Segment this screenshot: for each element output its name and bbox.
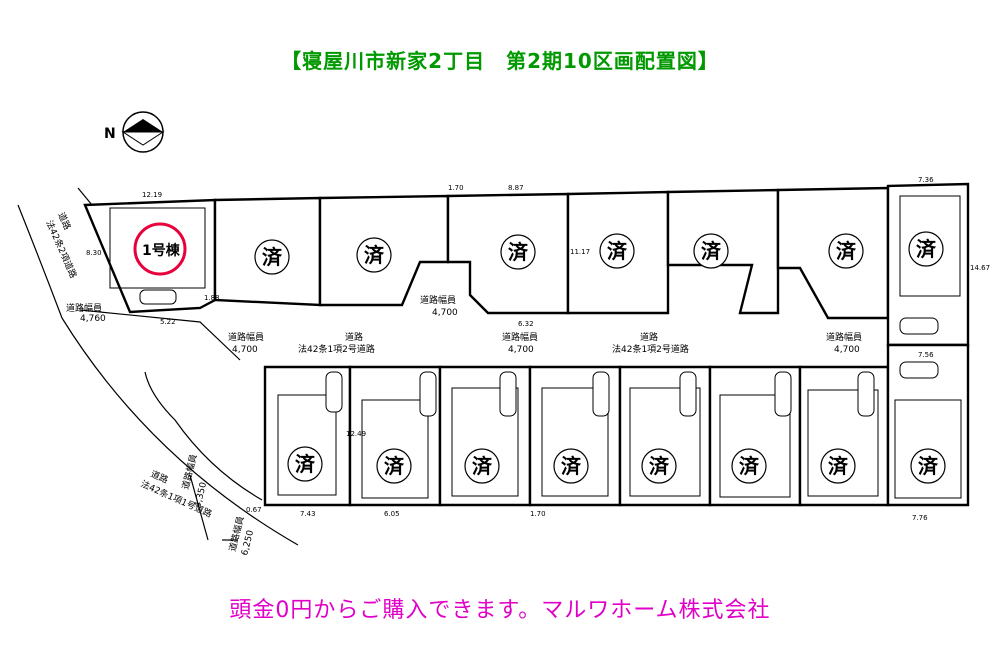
lot-south-7 <box>798 365 890 507</box>
sold-marker: 済 <box>508 240 529 264</box>
dim-label: 7.36 <box>918 176 934 184</box>
sold-marker: 済 <box>649 454 670 478</box>
south-lots <box>263 343 970 507</box>
sold-marker: 済 <box>828 454 849 478</box>
car-icon <box>899 361 939 379</box>
car-icons <box>139 289 939 417</box>
car-icon <box>774 371 792 417</box>
sold-marker: 済 <box>295 452 316 476</box>
sold-marker: 済 <box>561 454 582 478</box>
sold-marker: 済 <box>262 245 283 269</box>
road-width-label: 道路幅員 <box>826 331 862 343</box>
road-width-value: 4,760 <box>80 314 106 324</box>
dim-label: 1.88 <box>204 294 220 302</box>
road-width-value: 4,700 <box>232 345 258 355</box>
dim-label: 14.67 <box>970 264 990 272</box>
dim-label: 7.56 <box>918 351 934 359</box>
road-width-value: 4,700 <box>834 345 860 355</box>
road-width-label: 道路幅員 <box>502 331 538 343</box>
dim-label: 8.87 <box>508 184 524 192</box>
road-label: 道路 <box>55 210 73 231</box>
road-label: 道路 <box>640 331 658 343</box>
dim-label: 1.70 <box>448 184 464 192</box>
dim-label: 6.05 <box>384 510 400 518</box>
dim-label: 7.43 <box>300 510 316 518</box>
road-law-label: 法42条1項2号道路 <box>612 343 689 355</box>
plan-title: 【寝屋川市新家2丁目 第2期10区画配置図】 <box>281 49 719 73</box>
sold-marker: 済 <box>739 454 760 478</box>
road-width-label: 道路幅員 <box>420 294 456 306</box>
lot-1-label: 1号棟 <box>142 242 181 259</box>
sold-marker: 済 <box>384 454 405 478</box>
sold-marker: 済 <box>607 239 628 263</box>
car-icon <box>419 371 437 417</box>
dim-label: 12.19 <box>142 191 162 199</box>
sold-marker: 済 <box>364 243 385 267</box>
highlight-circle <box>133 222 187 276</box>
road-law-label: 法42条1項2号道路 <box>298 343 375 355</box>
lot-1-marker: 1号棟 <box>133 222 187 276</box>
road-width-value: 4,700 <box>432 308 458 318</box>
north-compass-icon: N <box>104 111 165 153</box>
left-road-outline <box>17 187 299 546</box>
car-icon <box>325 371 343 413</box>
dim-label: 5.22 <box>160 318 176 326</box>
sold-marker: 済 <box>916 237 937 261</box>
dim-label: 7.76 <box>912 514 928 522</box>
dim-label: 6.32 <box>518 320 534 328</box>
sold-markers: 済 済 済 済 済 済 済 済 済 済 済 済 済 済 済 <box>254 231 946 484</box>
dimension-labels: 12.19 8.30 1.70 8.87 7.36 14.67 11.17 6.… <box>86 176 990 522</box>
road-width-value: 4,350 <box>193 481 209 509</box>
road-width-label: 道路幅員 <box>179 453 199 491</box>
dim-label: 12.49 <box>346 430 366 438</box>
sold-marker: 済 <box>918 454 939 478</box>
road-width-label: 道路幅員 <box>66 302 102 314</box>
dim-label: 0.67 <box>246 506 262 514</box>
dim-label: 11.17 <box>570 248 590 256</box>
car-icon <box>592 371 610 417</box>
sold-marker: 済 <box>836 239 857 263</box>
dim-label: 8.30 <box>86 249 102 257</box>
road-width-label: 道路幅員 <box>228 331 264 343</box>
sold-marker: 済 <box>701 239 722 263</box>
car-icon <box>139 289 177 305</box>
compass-label: N <box>104 126 116 142</box>
car-icon <box>899 317 939 335</box>
lot-1 <box>83 198 217 314</box>
car-icon <box>679 371 697 417</box>
footer-tagline: 頭金0円からご購入できます。マルワホーム株式会社 <box>229 598 771 623</box>
road-label: 道路 <box>345 331 363 343</box>
car-icon <box>857 371 875 417</box>
sold-marker: 済 <box>472 454 493 478</box>
road-width-value: 4,700 <box>508 345 534 355</box>
dim-label: 1.70 <box>530 510 546 518</box>
car-icon <box>499 371 517 417</box>
lot-south-8 <box>886 343 970 507</box>
